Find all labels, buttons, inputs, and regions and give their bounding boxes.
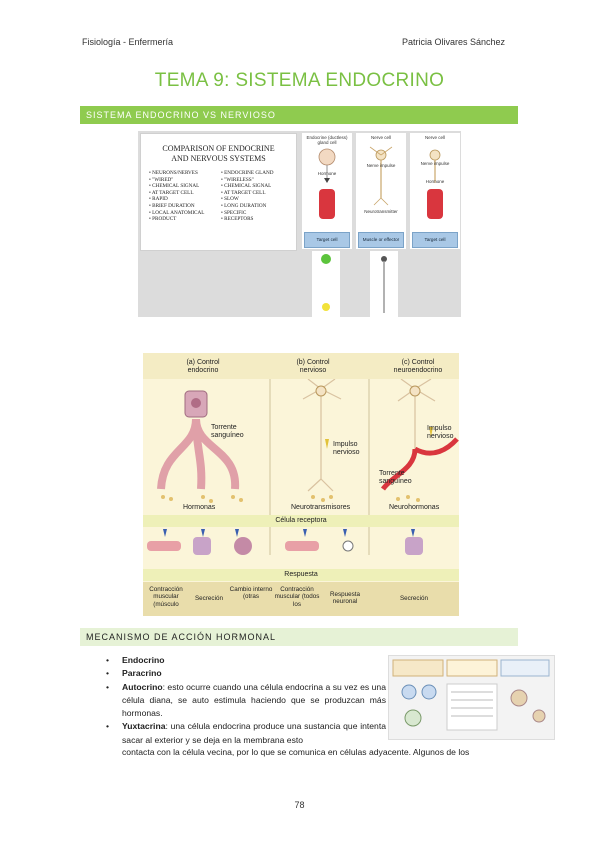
slide-left-item: CHEMICAL SIGNAL xyxy=(149,183,221,190)
footer-cell: Contracción muscular (músculo xyxy=(149,586,183,608)
label-respuesta: Respuesta xyxy=(284,571,318,578)
slide-left-item: BRIEF DURATION xyxy=(149,203,221,210)
section-heading-endocrino-vs-nervioso: SISTEMA ENDOCRINO VS NERVIOSO xyxy=(80,106,518,124)
slide-title: COMPARISON OF ENDOCRINE AND NERVOUS SYST… xyxy=(141,144,296,164)
slide-right-item: SLOW xyxy=(221,196,293,203)
list-item: Autocrino: esto ocurre cuando una célula… xyxy=(106,681,386,721)
label-celula-receptora: Célula receptora xyxy=(275,517,327,524)
hormone-mechanism-list: Endocrino Paracrino Autocrino: esto ocur… xyxy=(106,654,386,747)
slide-right-item: LONG DURATION xyxy=(221,203,293,210)
column-a-title: (a) Control endocrino xyxy=(186,359,220,374)
footer-cell: Secreción xyxy=(194,595,223,602)
label-neurotransmisores: Neurotransmisores xyxy=(291,504,351,511)
label-impulso-c: Impulso nervioso xyxy=(427,425,454,440)
label-torrente-c: Torrente sanguíneo xyxy=(379,470,412,485)
slide-title-line1: COMPARISON OF ENDOCRINE xyxy=(162,144,275,153)
slide-left-item: AT TARGET CELL xyxy=(149,190,221,197)
label-hormonas: Hormonas xyxy=(183,504,216,511)
slide-left-item: "WIRED" xyxy=(149,177,221,184)
footer-cell: Contracción muscular (todos los xyxy=(274,586,320,608)
endocrine-cell-icon xyxy=(318,148,336,219)
panel3-top-label: Nerve cell xyxy=(424,135,445,140)
header-right: Patricia Olivares Sánchez xyxy=(402,37,506,47)
panel1-mid-label: Hormone xyxy=(317,171,337,176)
gland-dots-icon xyxy=(321,254,331,311)
control-systems-diagram: (a) Control endocrino (b) Control nervio… xyxy=(143,353,459,616)
bullet-text: : una célula endocrina produce una susta… xyxy=(122,721,386,745)
signaling-types-figure xyxy=(388,655,555,740)
slide-title-line2: AND NERVOUS SYSTEMS xyxy=(171,154,266,163)
bullet-term: Endocrino xyxy=(122,655,165,665)
nerve-line-icon xyxy=(381,256,387,313)
signaling-types-illustration xyxy=(392,659,550,731)
slide-right-item: RECEPTORS xyxy=(221,216,293,223)
nerve-cell-icon xyxy=(369,146,393,206)
comparison-slide-text-panel: COMPARISON OF ENDOCRINE AND NERVOUS SYST… xyxy=(140,133,297,251)
column-b-title: (b) Control nervioso xyxy=(296,359,330,374)
gland-animation-strip xyxy=(312,251,340,317)
slide-left-list: NEURONS/NERVES "WIRED" CHEMICAL SIGNAL A… xyxy=(149,170,221,223)
bullet-text: : esto ocurre cuando una célula endocrin… xyxy=(122,681,386,719)
diagram-header xyxy=(143,353,459,379)
list-item: Yuxtacrina: una célula endocrina produce… xyxy=(106,720,386,747)
list-item: Paracrino xyxy=(106,667,386,681)
slide-right-item: AT TARGET CELL xyxy=(221,190,293,197)
nerve-animation-strip xyxy=(370,251,398,317)
neuroendocrine-cell-panel: Nerve cell Nerve impulse Hormone Target … xyxy=(410,133,460,249)
label-impulso-b: Impulso nervioso xyxy=(333,441,360,456)
column-c-title: (c) Control neuroendocrino xyxy=(393,359,443,374)
panel2-target-box: Muscle or effector cell xyxy=(358,232,404,256)
respuesta-band: Respuesta xyxy=(143,569,459,581)
slide-left-item: NEURONS/NERVES xyxy=(149,170,221,177)
footer-cell: Secreción xyxy=(399,595,428,602)
celula-receptora-band: Célula receptora xyxy=(143,515,459,527)
slide-right-item: SPECIFIC xyxy=(221,210,293,217)
page-title: TEMA 9: SISTEMA ENDOCRINO xyxy=(154,70,445,91)
panel1-top-label: Endocrine (ductless) gland cell xyxy=(306,135,348,145)
panel2-top-label: Nerve cell xyxy=(370,135,391,140)
panel3-target-box: Target cell xyxy=(412,232,458,248)
header-left: Fisiología - Enfermería xyxy=(82,37,174,47)
continuation-paragraph: contacta con la célula vecina, por lo qu… xyxy=(122,747,470,757)
page-number: 78 xyxy=(294,800,305,810)
list-item: Endocrino xyxy=(106,654,386,668)
section-heading-mecanismo: MECANISMO DE ACCIÓN HORMONAL xyxy=(80,628,518,646)
neuroendocrine-cell-icon xyxy=(427,149,443,219)
label-neurohormonas: Neurohormonas xyxy=(389,504,440,511)
diagram-footer: Contracción muscular (músculo Secreción … xyxy=(143,582,459,616)
slide-right-item: CHEMICAL SIGNAL xyxy=(221,183,293,190)
footer-cell: Cambio interno (otras xyxy=(229,586,273,601)
footer-cell: Respuesta neuronal xyxy=(329,591,361,606)
slide-right-item: ENDOCRINE GLAND xyxy=(221,170,293,177)
panel2-mid-label: Nerve impulse xyxy=(366,163,396,168)
nerve-cell-panel: Nerve cell Nerve impulse Neurotransmitte… xyxy=(356,133,406,256)
panel2-low-label: Neurotransmitter xyxy=(364,209,398,214)
label-torrente-a: Torrente sanguíneo xyxy=(211,424,244,439)
panel3-mid-label: Nerve impulse xyxy=(420,161,450,166)
slide-left-item: PRODUCT xyxy=(149,216,221,223)
slide-left-item: LOCAL ANATOMICAL xyxy=(149,210,221,217)
bullet-term: Yuxtacrina xyxy=(122,721,166,732)
bullet-term: Autocrino xyxy=(122,681,163,692)
slide-right-list: ENDOCRINE GLAND "WIRELESS" CHEMICAL SIGN… xyxy=(221,170,293,223)
bullet-term: Paracrino xyxy=(122,668,162,679)
panel3-low-label: Hormone xyxy=(425,179,445,184)
slide-right-item: "WIRELESS" xyxy=(221,177,293,184)
endocrine-cell-panel: Endocrine (ductless) gland cell Hormone … xyxy=(302,133,352,249)
panel1-target-box: Target cell xyxy=(304,232,350,248)
slide-left-item: RAPID xyxy=(149,196,221,203)
